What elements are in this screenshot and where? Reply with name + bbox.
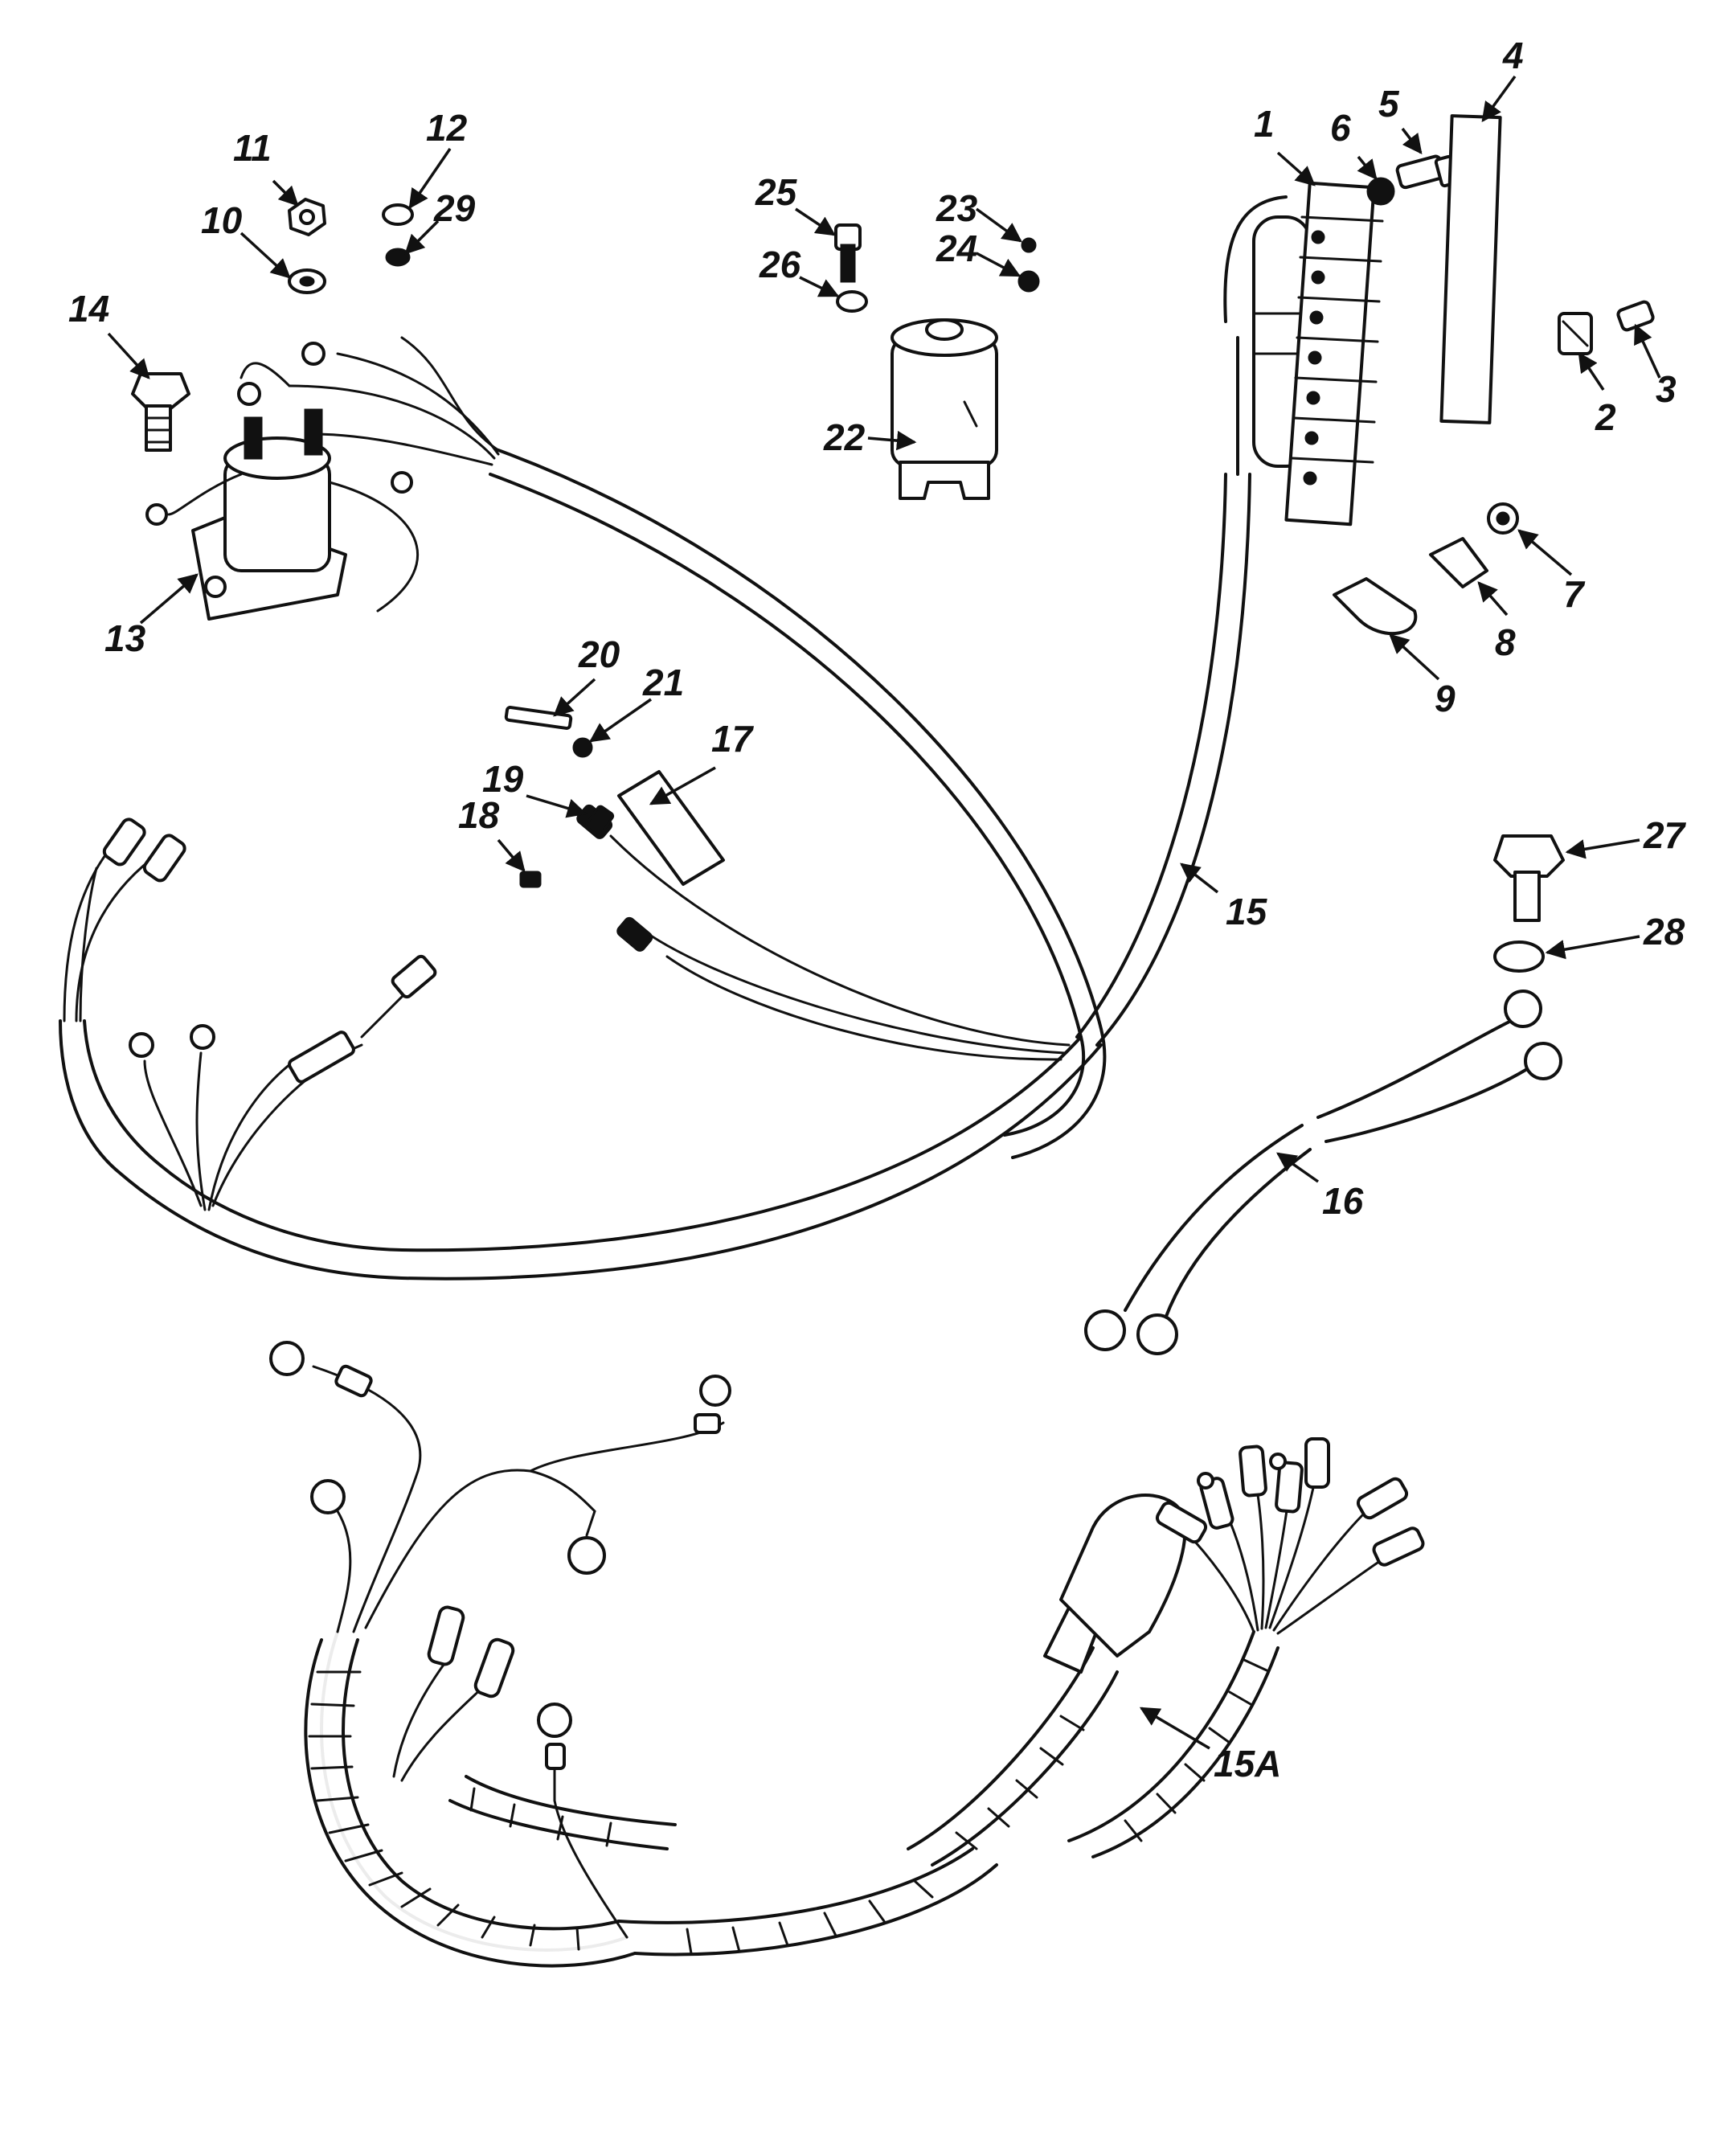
callout-10: 10	[201, 199, 243, 241]
callout-17: 17	[711, 718, 755, 760]
callout-5: 5	[1378, 83, 1400, 125]
callout-20: 20	[578, 633, 620, 675]
callout-25: 25	[755, 171, 798, 213]
callout-18: 18	[458, 794, 500, 836]
callout-15a: 15A	[1214, 1743, 1281, 1785]
callout-24: 24	[936, 227, 977, 269]
callout-4: 4	[1502, 35, 1524, 76]
callout-3: 3	[1656, 368, 1677, 410]
terminal-block-1	[1284, 181, 1384, 527]
callout-labels: 1 6 5 4 3 2 7 8 9 15 16 15A 27 28 11 12 …	[68, 35, 1687, 1785]
callout-leaders	[107, 75, 1661, 1750]
callout-8: 8	[1495, 621, 1516, 663]
callout-11: 11	[233, 127, 272, 169]
callout-28: 28	[1643, 911, 1685, 953]
buzzer-22	[834, 223, 1040, 500]
callout-9: 9	[1435, 678, 1456, 719]
callout-16: 16	[1322, 1180, 1364, 1222]
callout-13: 13	[104, 617, 146, 659]
callout-23: 23	[936, 187, 978, 229]
harness-15a	[269, 1341, 1425, 1968]
hardware-top-left	[288, 198, 414, 294]
callout-27: 27	[1643, 814, 1687, 856]
callout-21: 21	[642, 662, 684, 703]
callout-22: 22	[823, 416, 866, 458]
main-harness-15	[59, 195, 1312, 1281]
callout-19: 19	[482, 758, 524, 800]
switch-17	[504, 706, 725, 888]
callout-7: 7	[1563, 573, 1586, 615]
cable-16	[1084, 834, 1565, 1355]
callout-2: 2	[1595, 396, 1616, 438]
hardware-right	[1333, 114, 1655, 636]
callout-29: 29	[433, 187, 476, 229]
callout-14: 14	[68, 288, 109, 330]
callout-26: 26	[759, 244, 801, 285]
callout-6: 6	[1330, 107, 1351, 149]
callout-15: 15	[1226, 891, 1268, 932]
callout-12: 12	[426, 107, 468, 149]
callout-1: 1	[1254, 103, 1275, 145]
solenoid-13	[131, 372, 420, 621]
